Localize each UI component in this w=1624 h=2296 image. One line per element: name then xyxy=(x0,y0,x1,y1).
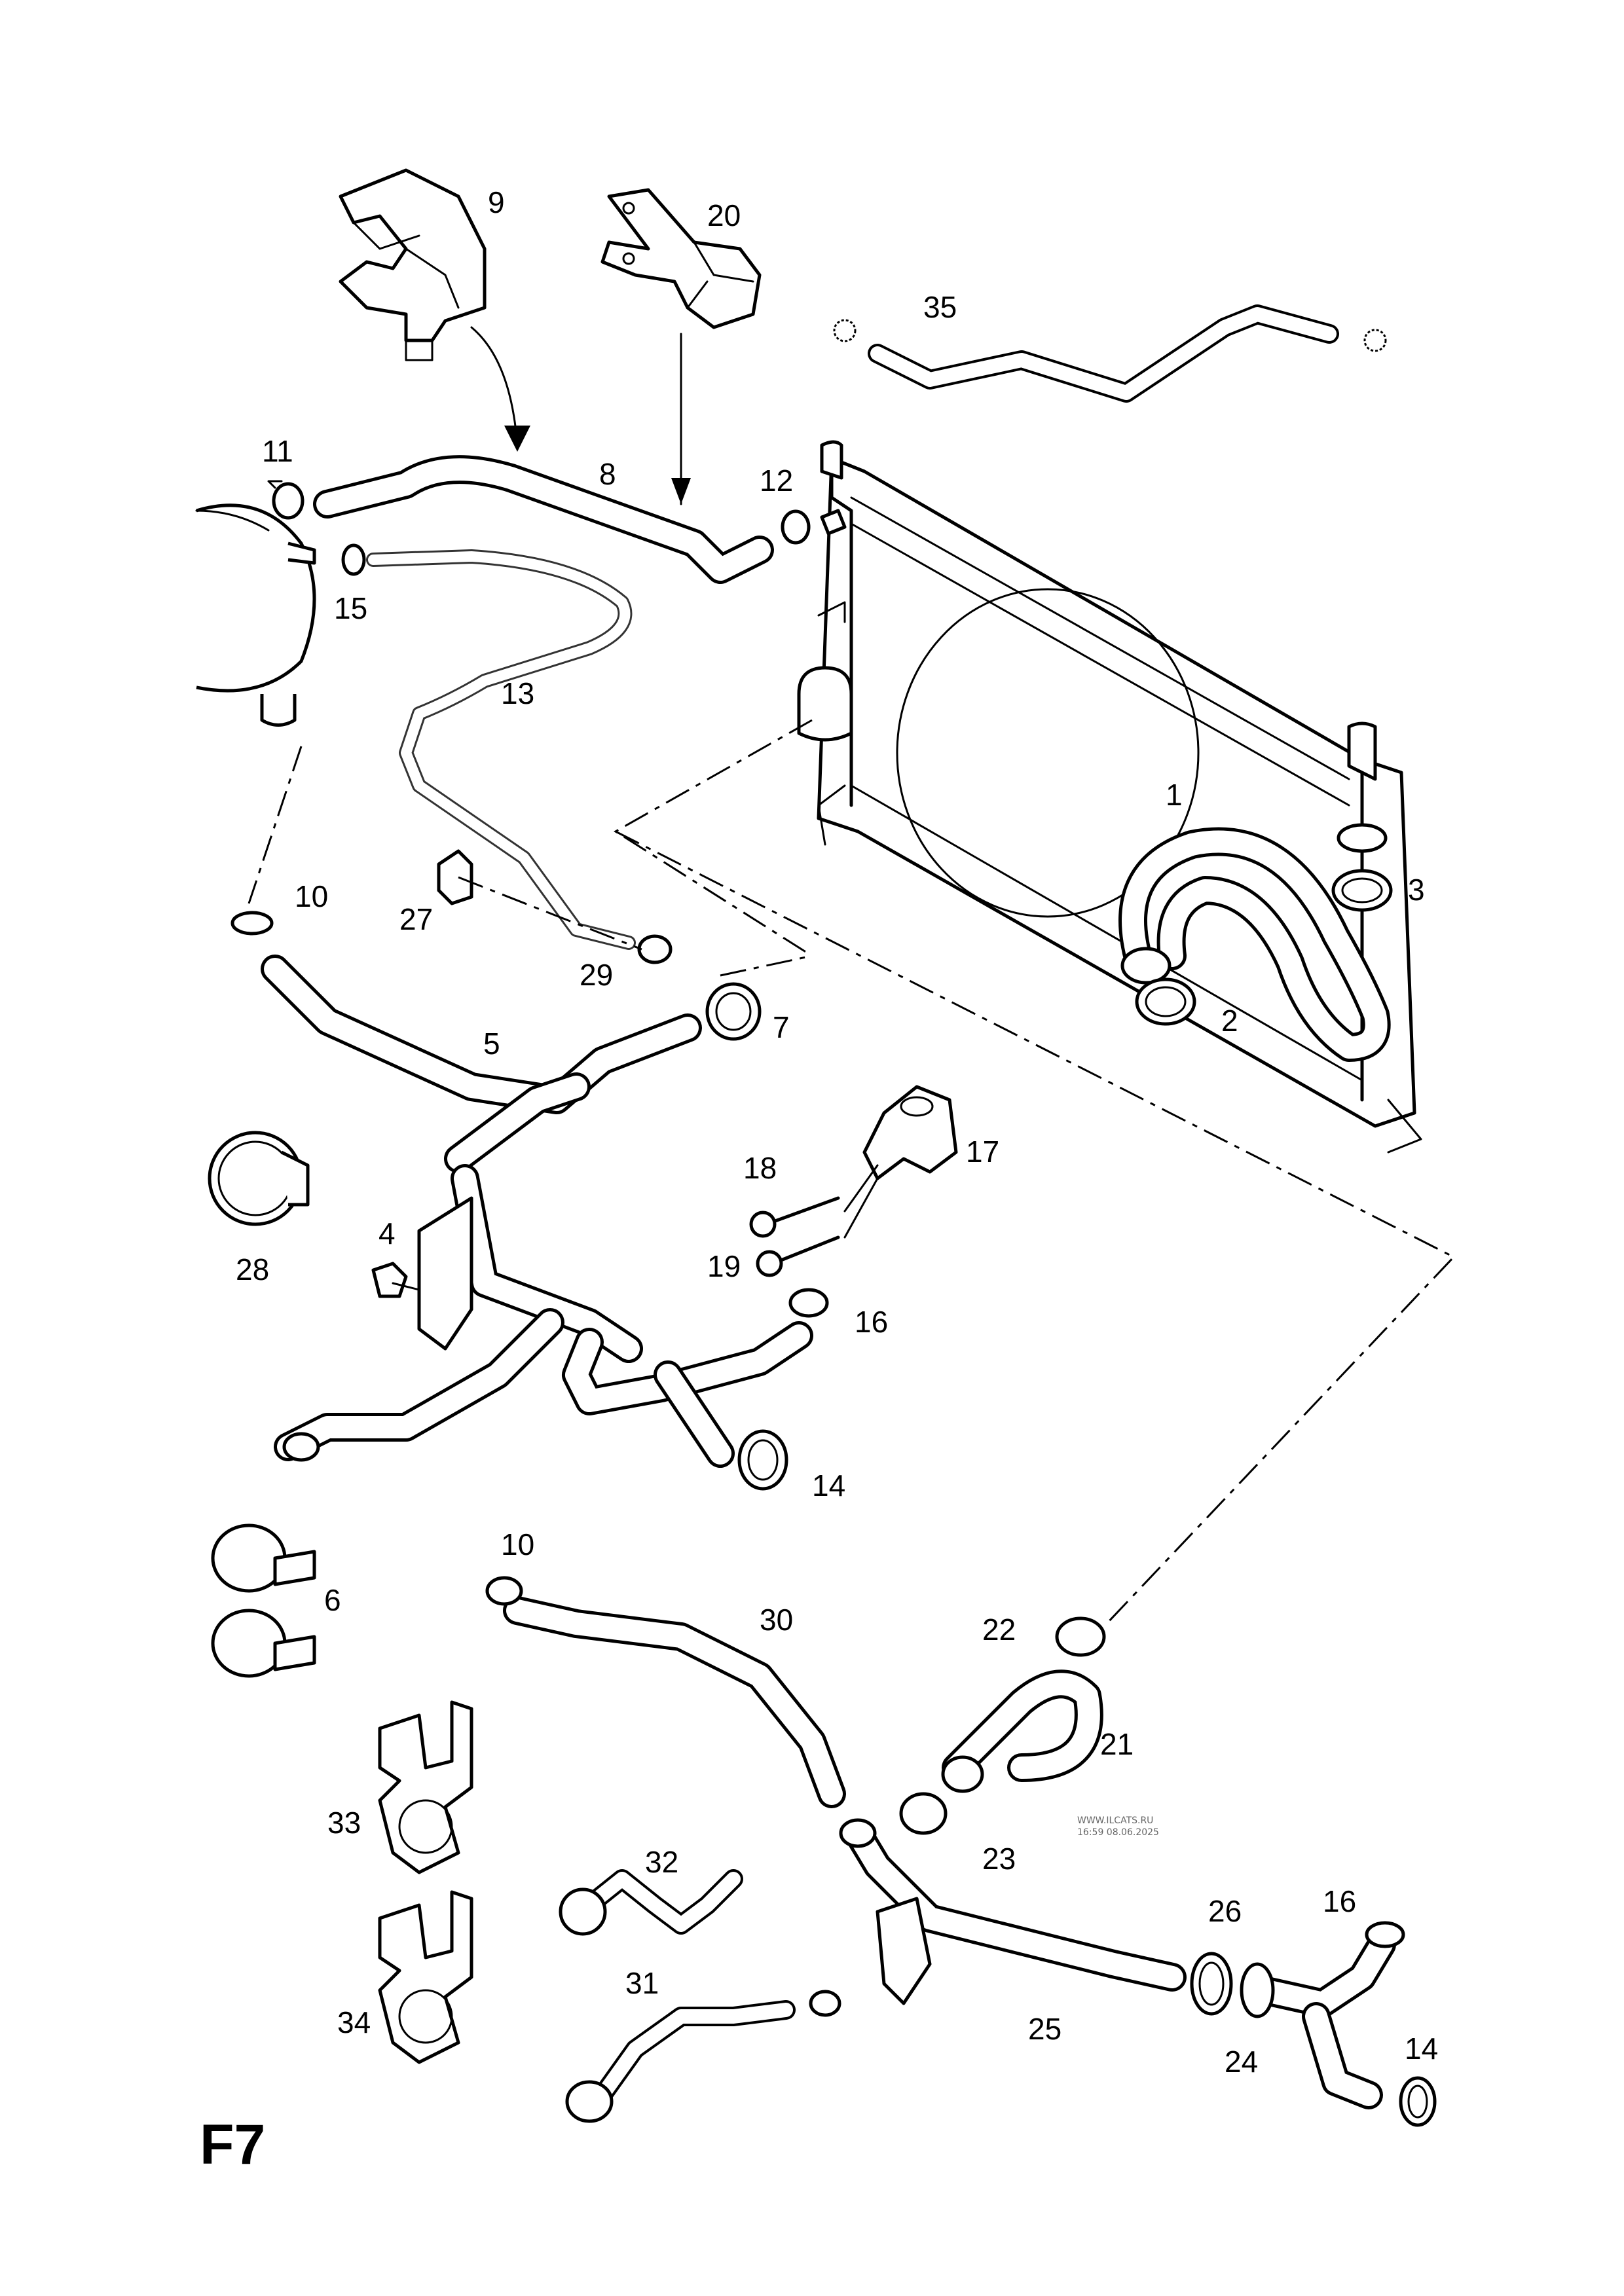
clamp-part-16-upper[interactable] xyxy=(788,1288,829,1318)
clamp-part-2[interactable] xyxy=(1135,977,1196,1026)
pipe-part-5[interactable] xyxy=(261,955,813,1468)
callout-35: 35 xyxy=(923,290,957,324)
callout-30: 30 xyxy=(760,1603,793,1637)
callout-16-lower: 16 xyxy=(1323,1884,1356,1918)
clamp-part-10-lower[interactable] xyxy=(485,1576,523,1606)
clamp-part-6[interactable] xyxy=(211,1523,316,1678)
callout-34: 34 xyxy=(337,2005,371,2039)
callout-15: 15 xyxy=(334,591,367,625)
pipe-part-24[interactable] xyxy=(1240,1930,1396,2109)
callout-33: 33 xyxy=(327,1806,361,1840)
radiator[interactable] xyxy=(797,440,1422,1154)
clamp-part-15[interactable] xyxy=(341,543,366,576)
clip-part-33[interactable] xyxy=(378,1700,473,1874)
callout-8: 8 xyxy=(599,457,616,491)
expansion-tank[interactable] xyxy=(195,503,316,727)
callout-25: 25 xyxy=(1028,2012,1061,2046)
watermark-site: WWW.ILCATS.RU xyxy=(1077,1815,1153,1826)
hose-part-8[interactable] xyxy=(313,455,774,584)
bolt-part-18[interactable] xyxy=(749,1196,840,1238)
arrow-20-to-8 xyxy=(671,333,691,505)
clamp-part-11[interactable] xyxy=(267,480,304,520)
callout-9: 9 xyxy=(488,185,505,219)
leader-17 xyxy=(843,1164,879,1239)
clamp-part-7[interactable] xyxy=(705,982,762,1041)
callout-18: 18 xyxy=(743,1151,777,1185)
clamp-part-22[interactable] xyxy=(1055,1616,1106,1657)
callout-28: 28 xyxy=(236,1252,269,1286)
callout-29: 29 xyxy=(580,958,613,992)
callout-10-lower: 10 xyxy=(501,1527,534,1561)
thermostat-housing-part-17[interactable] xyxy=(862,1085,958,1180)
bolt-part-19[interactable] xyxy=(756,1235,840,1277)
callout-6: 6 xyxy=(324,1583,341,1617)
callout-31: 31 xyxy=(625,1966,659,2000)
callout-23: 23 xyxy=(982,1842,1016,1876)
clip-part-20[interactable] xyxy=(600,188,762,329)
callout-32: 32 xyxy=(645,1845,678,1879)
callout-13: 13 xyxy=(501,676,534,710)
arrow-9-to-8 xyxy=(470,326,530,452)
callout-14-upper: 14 xyxy=(812,1468,845,1503)
callout-26: 26 xyxy=(1208,1894,1242,1928)
callout-7: 7 xyxy=(773,1010,790,1044)
callout-14-lower: 14 xyxy=(1405,2032,1438,2066)
bolt-part-4[interactable] xyxy=(371,1262,420,1298)
watermark-timestamp: 16:59 08.06.2025 xyxy=(1077,1827,1159,1838)
callout-16-upper: 16 xyxy=(855,1305,888,1339)
callout-27: 27 xyxy=(399,902,433,936)
callout-17: 17 xyxy=(966,1135,999,1169)
callout-1: 1 xyxy=(1166,778,1183,812)
hose-part-1[interactable] xyxy=(1118,827,1391,1062)
callout-10-top: 10 xyxy=(295,879,328,913)
callout-4: 4 xyxy=(378,1216,396,1250)
hose-part-30[interactable] xyxy=(503,1596,846,1808)
callout-5: 5 xyxy=(483,1027,500,1061)
clamp-part-10-top[interactable] xyxy=(231,911,274,936)
clamp-part-16-lower[interactable] xyxy=(1365,1921,1405,1948)
clamp-part-23[interactable] xyxy=(899,1792,948,1835)
callout-2: 2 xyxy=(1221,1004,1238,1038)
clamp-part-3[interactable] xyxy=(1331,823,1393,912)
callout-3: 3 xyxy=(1408,873,1425,907)
callout-24: 24 xyxy=(1225,2045,1258,2079)
clamp-part-29[interactable] xyxy=(637,934,673,964)
clip-part-9[interactable] xyxy=(339,168,487,361)
callout-22: 22 xyxy=(982,1613,1016,1647)
clamp-part-14-upper[interactable] xyxy=(737,1429,788,1491)
clip-part-27[interactable] xyxy=(437,849,473,905)
hose-part-31[interactable] xyxy=(565,1990,841,2123)
clamp-part-12[interactable] xyxy=(781,509,847,545)
callout-20: 20 xyxy=(707,198,741,232)
callout-21: 21 xyxy=(1100,1727,1134,1761)
clamp-part-26[interactable] xyxy=(1190,1952,1233,2016)
diagram-code: F7 xyxy=(200,2113,265,2176)
hose-part-35[interactable] xyxy=(833,304,1387,403)
callout-12: 12 xyxy=(760,464,793,498)
dashed-connections xyxy=(248,719,1456,1625)
callout-19: 19 xyxy=(707,1249,741,1283)
clip-part-34[interactable] xyxy=(378,1890,473,2064)
callout-11: 11 xyxy=(262,434,293,468)
hose-part-13[interactable] xyxy=(366,549,636,950)
hose-part-32[interactable] xyxy=(559,1869,743,1936)
clamp-part-14-lower[interactable] xyxy=(1399,2076,1437,2127)
hose-part-21[interactable] xyxy=(941,1669,1103,1793)
pipe-part-25[interactable] xyxy=(839,1818,1187,2005)
clamp-part-28[interactable] xyxy=(208,1131,310,1226)
